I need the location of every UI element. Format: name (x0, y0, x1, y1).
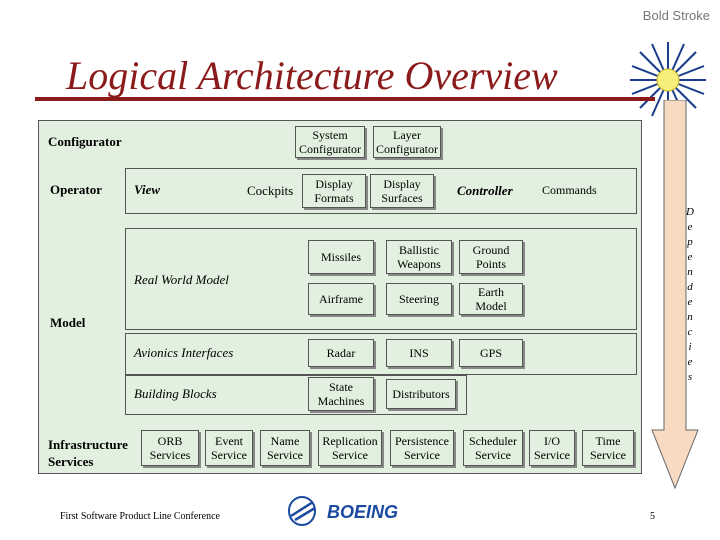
dependencies-letter: i (688, 341, 692, 353)
boeing-logo-icon: BOEING (288, 496, 398, 526)
operator-label: Operator (50, 182, 102, 197)
slide-title: Logical Architecture Overview (66, 53, 558, 98)
orb-services-component: ORB Services (141, 430, 199, 466)
dependencies-letter: p (687, 236, 693, 248)
ground-points-text: Ground Points (472, 243, 510, 271)
ground-points-component: Ground Points (459, 240, 523, 274)
event-service-text: Event Service (211, 434, 247, 462)
model-label: Model (50, 315, 86, 330)
gps-component: GPS (459, 339, 523, 367)
distributors-component: Distributors (386, 379, 456, 409)
display-surfaces-component: Display Surfaces (370, 174, 434, 208)
name-service-text: Name Service (267, 434, 303, 462)
dependencies-letter: e (687, 221, 693, 233)
ins-text: INS (409, 346, 429, 360)
display-surfaces-text: Display Surfaces (381, 177, 423, 205)
dependencies-letter: e (687, 356, 693, 368)
real-world-model-box (125, 228, 637, 330)
name-service-component: Name Service (260, 430, 310, 466)
radar-text: Radar (326, 346, 356, 360)
earth-model-component: Earth Model (459, 283, 523, 315)
dependencies-letter: n (687, 266, 693, 278)
view-label: View (134, 182, 161, 197)
system-configurator-text: System Configurator (299, 128, 361, 156)
steering-component: Steering (386, 283, 452, 315)
airframe-text: Airframe (319, 292, 363, 306)
dependencies-arrow (651, 100, 699, 490)
gps-text: GPS (479, 346, 502, 360)
brand-label: Bold Stroke (642, 8, 710, 23)
boeing-logo-text: BOEING (327, 502, 398, 522)
page-number: 5 (650, 511, 655, 522)
avionics-interfaces-label: Avionics Interfaces (134, 345, 234, 360)
system-configurator-component: System Configurator (295, 126, 365, 158)
dependencies-letter: n (687, 311, 693, 323)
state-machines-component: State Machines (308, 377, 374, 411)
display-formats-component: Display Formats (302, 174, 366, 208)
io-service-component: I/O Service (529, 430, 575, 466)
state-machines-text: State Machines (317, 380, 365, 408)
dependencies-letter: e (687, 296, 693, 308)
avionics-interfaces-box (125, 333, 637, 375)
configurator-label: Configurator (48, 134, 122, 149)
dependencies-letter: s (687, 371, 693, 383)
ballistic-weapons-text: Ballistic Weapons (397, 243, 441, 271)
dependencies-letter: e (687, 251, 693, 263)
radar-component: Radar (308, 339, 374, 367)
time-service-component: Time Service (582, 430, 634, 466)
dependencies-letter: D (686, 206, 694, 218)
orb-services-text: ORB Services (149, 434, 191, 462)
boeing-logo: BOEING (285, 494, 435, 528)
earth-model-text: Earth Model (475, 285, 507, 313)
commands-label: Commands (542, 183, 597, 197)
layer-configurator-text: Layer Configurator (376, 128, 438, 156)
replication-service-text: Replication Service (322, 434, 378, 462)
persistence-service-text: Persistence Service (395, 434, 449, 462)
event-service-component: Event Service (205, 430, 253, 466)
replication-service-component: Replication Service (318, 430, 382, 466)
title-underline (35, 97, 655, 101)
dependencies-letter: c (687, 326, 693, 338)
missiles-component: Missiles (308, 240, 374, 274)
steering-text: Steering (399, 292, 439, 306)
layer-configurator-component: Layer Configurator (373, 126, 441, 158)
airframe-component: Airframe (308, 283, 374, 315)
dependencies-letter: d (687, 281, 693, 293)
controller-label: Controller (457, 183, 513, 198)
scheduler-service-component: Scheduler Service (463, 430, 523, 466)
real-world-model-label: Real World Model (134, 272, 229, 287)
missiles-text: Missiles (320, 250, 361, 264)
ins-component: INS (386, 339, 452, 367)
display-formats-text: Display Formats (314, 177, 354, 205)
scheduler-service-text: Scheduler Service (469, 434, 517, 462)
time-service-text: Time Service (590, 434, 626, 462)
distributors-text: Distributors (392, 387, 450, 401)
io-service-text: I/O Service (534, 434, 570, 462)
starburst-icon (630, 42, 706, 118)
footer-text: First Software Product Line Conference (60, 511, 220, 522)
ballistic-weapons-component: Ballistic Weapons (386, 240, 452, 274)
building-blocks-label: Building Blocks (134, 386, 217, 401)
cockpits-label: Cockpits (247, 183, 294, 198)
infrastructure-services-label: Infrastructure Services (48, 437, 128, 469)
persistence-service-component: Persistence Service (390, 430, 454, 466)
